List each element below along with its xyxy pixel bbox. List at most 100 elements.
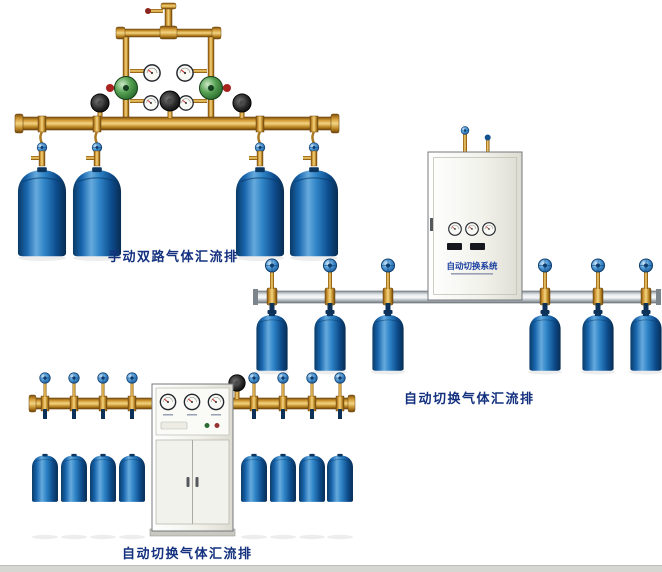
manifold-station — [31, 372, 59, 540]
valve-knob-icon — [306, 372, 318, 384]
manifold-station — [581, 258, 615, 375]
page-bottom-border — [0, 565, 662, 572]
pressure-gauge-icon — [482, 222, 496, 236]
pressure-gauge-icon — [178, 95, 194, 111]
indicator-light-icon — [204, 423, 210, 428]
manifold-station — [60, 372, 88, 540]
manifold-station — [89, 372, 117, 540]
shadow — [73, 255, 121, 261]
valve-stem — [239, 108, 245, 118]
tee-fitting — [159, 25, 178, 40]
cylinder-valve — [256, 150, 264, 167]
valve-knob-icon — [39, 372, 51, 384]
shadow — [290, 255, 338, 261]
valve-knob-icon — [638, 258, 654, 273]
gas-cylinder — [289, 167, 339, 257]
pressure-gauge-icon — [176, 64, 194, 82]
fine-print-line — [163, 414, 173, 416]
manifold-station — [313, 258, 347, 375]
pressure-gauge-icon — [448, 222, 462, 236]
regulator-hub — [208, 85, 214, 91]
control-cabinet — [149, 383, 236, 537]
regulator-adjuster-knob — [223, 84, 231, 92]
valve-stem — [167, 106, 173, 118]
pressure-gauge-icon — [207, 393, 225, 411]
manifold-station — [371, 258, 405, 375]
handwheel-icon — [159, 90, 181, 112]
cylinder-valve — [310, 150, 318, 167]
valve-knob-icon — [322, 258, 338, 273]
manifold-station — [255, 258, 289, 375]
top-fitting — [486, 140, 490, 152]
pipe-flange — [14, 113, 24, 134]
elbow-fitting — [211, 26, 222, 40]
caption-auto-switch-manifold: 自动切换气体汇流排 — [404, 391, 535, 406]
gas-cylinder — [269, 453, 297, 503]
regulator-adjuster-knob — [106, 84, 114, 92]
manifold-station — [240, 372, 268, 540]
manifold-station — [298, 372, 326, 540]
gas-cylinder — [629, 313, 662, 371]
valve-knob-icon — [537, 258, 553, 273]
gas-cylinder — [60, 453, 88, 503]
gas-cylinder — [528, 313, 562, 371]
indicator-slot — [447, 243, 462, 250]
indicator-light-icon — [214, 423, 220, 428]
valve-stem — [234, 389, 240, 399]
valve-knob-icon — [68, 372, 80, 384]
manifold-station — [118, 372, 146, 540]
valve-knob-icon — [248, 372, 260, 384]
pipe-flange — [330, 113, 340, 134]
door-handle — [195, 477, 199, 487]
gauge-stub — [130, 99, 144, 103]
outlet-stub — [150, 9, 163, 13]
valve-outlet — [249, 156, 257, 160]
caption-manual-dual-manifold: 手动双路气体汇流排 — [108, 249, 239, 264]
control-panel-slot — [160, 421, 188, 430]
handwheel-icon — [232, 93, 252, 113]
cylinder-valve — [38, 150, 46, 167]
auto-switch-cabinet-manifold-illustration — [28, 372, 356, 540]
manifold-station — [326, 372, 354, 540]
elbow-fitting — [115, 26, 126, 40]
pipe-flange — [347, 394, 356, 413]
gauge-stub — [193, 69, 207, 73]
cabinet-label: 自动切换系统 — [446, 261, 498, 271]
gas-cylinder — [581, 313, 615, 371]
valve-knob-icon — [380, 258, 396, 273]
valve-outlet — [86, 156, 94, 160]
valve-stem — [97, 108, 103, 118]
gas-cylinder — [326, 453, 354, 503]
gas-cylinder — [240, 453, 268, 503]
manifold-station — [269, 372, 297, 540]
gas-cylinder — [371, 313, 405, 371]
gas-cylinder — [255, 313, 289, 371]
valve-knob-icon — [126, 372, 138, 384]
shadow — [18, 255, 66, 261]
cylinder-valve — [93, 150, 101, 167]
pressure-gauge-icon — [183, 393, 201, 411]
drop-tee — [37, 115, 47, 133]
valve-outlet — [31, 156, 39, 160]
pipe-cap — [160, 2, 177, 10]
gauge-stub — [130, 69, 144, 73]
manual-dual-manifold-illustration — [14, 2, 340, 261]
drop-tee — [309, 115, 319, 133]
indicator-slot — [470, 243, 485, 250]
drop-tee — [92, 115, 102, 133]
control-cabinet: 自动切换系统 — [427, 126, 523, 301]
gas-cylinder — [31, 453, 59, 503]
fine-print-line — [211, 414, 221, 416]
manifold-pipe — [19, 116, 335, 131]
manifold-station — [629, 258, 662, 375]
valve-knob-icon — [264, 258, 280, 273]
pressure-gauge-icon — [159, 393, 177, 411]
pipe-cap — [656, 289, 661, 305]
valve-knob-icon — [97, 372, 109, 384]
pipe-flange — [28, 394, 37, 413]
pressure-gauge-icon — [143, 95, 159, 111]
drop-tee — [255, 115, 265, 133]
small-knob-icon — [484, 134, 491, 141]
gas-cylinder — [313, 313, 347, 371]
